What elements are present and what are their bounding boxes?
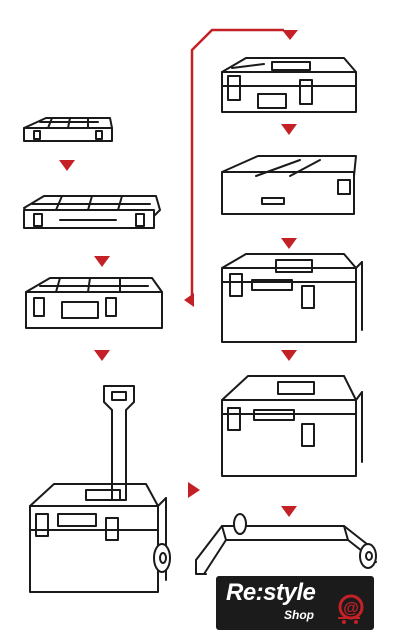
svg-text:@: @ (343, 600, 359, 617)
thin-organizer (23, 117, 113, 142)
open-organizer (23, 195, 161, 229)
closed-toolbox (221, 57, 357, 113)
arrow-left-line (184, 293, 194, 307)
arrow-r4 (281, 506, 297, 517)
arrow-r2 (281, 238, 297, 249)
arrow-top (282, 30, 298, 40)
arrow-l2 (94, 256, 110, 267)
storage-tray (221, 155, 357, 215)
trolley-toolbox (29, 385, 171, 593)
tall-toolbox (221, 375, 363, 477)
arrow-right (188, 482, 200, 498)
cart-at-icon: @ (338, 594, 364, 624)
logo-badge[interactable]: Re:style Shop @ (216, 576, 374, 630)
arrow-l3 (94, 350, 110, 361)
trolley-cart (195, 513, 377, 575)
arrow-l1 (59, 160, 75, 171)
large-organizer (25, 277, 163, 329)
arrow-r3 (281, 350, 297, 361)
medium-toolbox (221, 253, 363, 343)
arrow-r1 (281, 124, 297, 135)
logo-brand: Re:style (226, 579, 316, 606)
logo-sub: Shop (284, 608, 314, 622)
